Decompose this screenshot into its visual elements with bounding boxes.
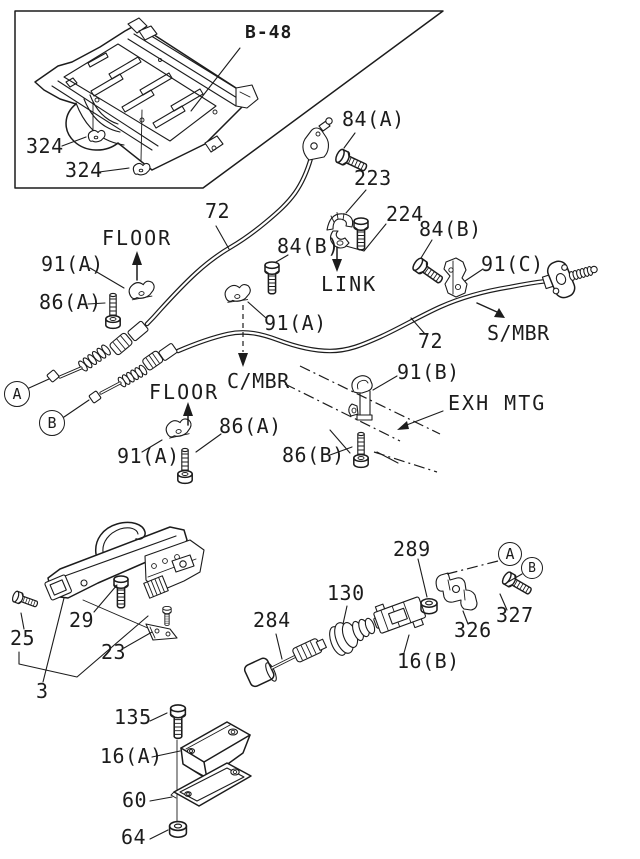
- rear-brake-cable-drawing: [63, 260, 598, 418]
- part-label-84a: 84(A): [342, 107, 405, 131]
- part-label-84b: 84(B): [277, 234, 340, 258]
- part-label-135: 135: [114, 705, 152, 729]
- cable-clip-324-icon: [132, 162, 151, 176]
- view-marker-b: B: [521, 557, 543, 579]
- floor-panel-drawing: [34, 17, 259, 176]
- cable-spring-front: [78, 344, 111, 372]
- bolt-224-icon: [353, 217, 369, 251]
- clip-91a-icon: [127, 279, 157, 301]
- bolt-84b-left-icon: [264, 261, 280, 295]
- bolt-135-icon: [169, 704, 187, 740]
- clamp-223-icon: [326, 212, 354, 249]
- mount-bracket-group: [149, 704, 252, 840]
- part-label-130: 130: [327, 581, 365, 605]
- part-label-23: 23: [101, 640, 127, 664]
- part-label-25: 25: [10, 626, 36, 650]
- bolt-86a-icon: [105, 292, 121, 330]
- callout-smbr: S/MBR: [487, 321, 550, 345]
- part-label-284: 284: [253, 608, 291, 632]
- part-label-60: 60: [122, 788, 148, 812]
- bolt-84b-right-icon: [410, 255, 446, 288]
- part-label-84b: 84(B): [419, 217, 482, 241]
- clip-91a-icon: [223, 283, 252, 304]
- part-label-91c: 91(C): [481, 252, 544, 276]
- part-label-72: 72: [205, 199, 231, 223]
- part-label-289: 289: [393, 537, 431, 561]
- part-label-324: 324: [26, 134, 64, 158]
- part-label-91a: 91(A): [41, 252, 104, 276]
- part-label-91a: 91(A): [117, 444, 180, 468]
- view-marker-a: A: [498, 542, 522, 566]
- part-label-3: 3: [36, 679, 49, 703]
- callout-cmbr: C/MBR: [227, 369, 290, 393]
- bolt-29-icon: [113, 575, 129, 609]
- cable-end-marker-a: A: [4, 381, 30, 407]
- bolt-86b-icon: [353, 431, 369, 469]
- bracket-16b-icon: [373, 596, 426, 634]
- front-brake-cable-drawing: [28, 117, 333, 389]
- part-label-223: 223: [354, 166, 392, 190]
- part-label-29: 29: [69, 608, 95, 632]
- cable-end-marker-b: B: [39, 410, 65, 436]
- bolt-86a-icon: [177, 447, 193, 485]
- part-label-91a: 91(A): [264, 311, 327, 335]
- part-label-16a: 16(A): [100, 744, 163, 768]
- adjuster-rod-group: [243, 558, 535, 688]
- brake-lever-drawing: [10, 521, 205, 683]
- callout-floor: FLOOR: [149, 380, 220, 404]
- bolt-25-icon: [10, 589, 40, 611]
- bracket-16a-icon: [180, 721, 251, 780]
- cable-spring-rear: [117, 364, 148, 388]
- part-label-86a: 86(A): [39, 290, 102, 314]
- inset-box: [14, 10, 444, 189]
- part-23-icon: [145, 605, 178, 641]
- callout-link: LINK: [321, 272, 378, 296]
- bracket-91b-icon: [348, 375, 373, 421]
- plate-60-icon: [170, 762, 252, 807]
- part-label-72: 72: [418, 329, 444, 353]
- middle-hardware: [87, 132, 505, 485]
- cable-clip-324-icon: [87, 129, 106, 143]
- cable-coil-end: [568, 265, 598, 281]
- part-label-16b: 16(B): [397, 649, 460, 673]
- bracket-326-icon: [435, 572, 478, 611]
- part-label-224: 224: [386, 202, 424, 226]
- nut-64-icon: [168, 820, 188, 839]
- callout-exh-mtg: EXH MTG: [448, 391, 547, 415]
- inset-ref-label: B-48: [245, 22, 293, 43]
- part-label-326: 326: [454, 618, 492, 642]
- part-label-91b: 91(B): [397, 360, 460, 384]
- part-label-324: 324: [65, 158, 103, 182]
- part-label-86b: 86(B): [282, 443, 345, 467]
- part-label-327: 327: [496, 603, 534, 627]
- bracket-91c-icon: [443, 257, 468, 298]
- part-label-64: 64: [121, 825, 147, 849]
- callout-floor: FLOOR: [102, 226, 173, 250]
- part-label-86a: 86(A): [219, 414, 282, 438]
